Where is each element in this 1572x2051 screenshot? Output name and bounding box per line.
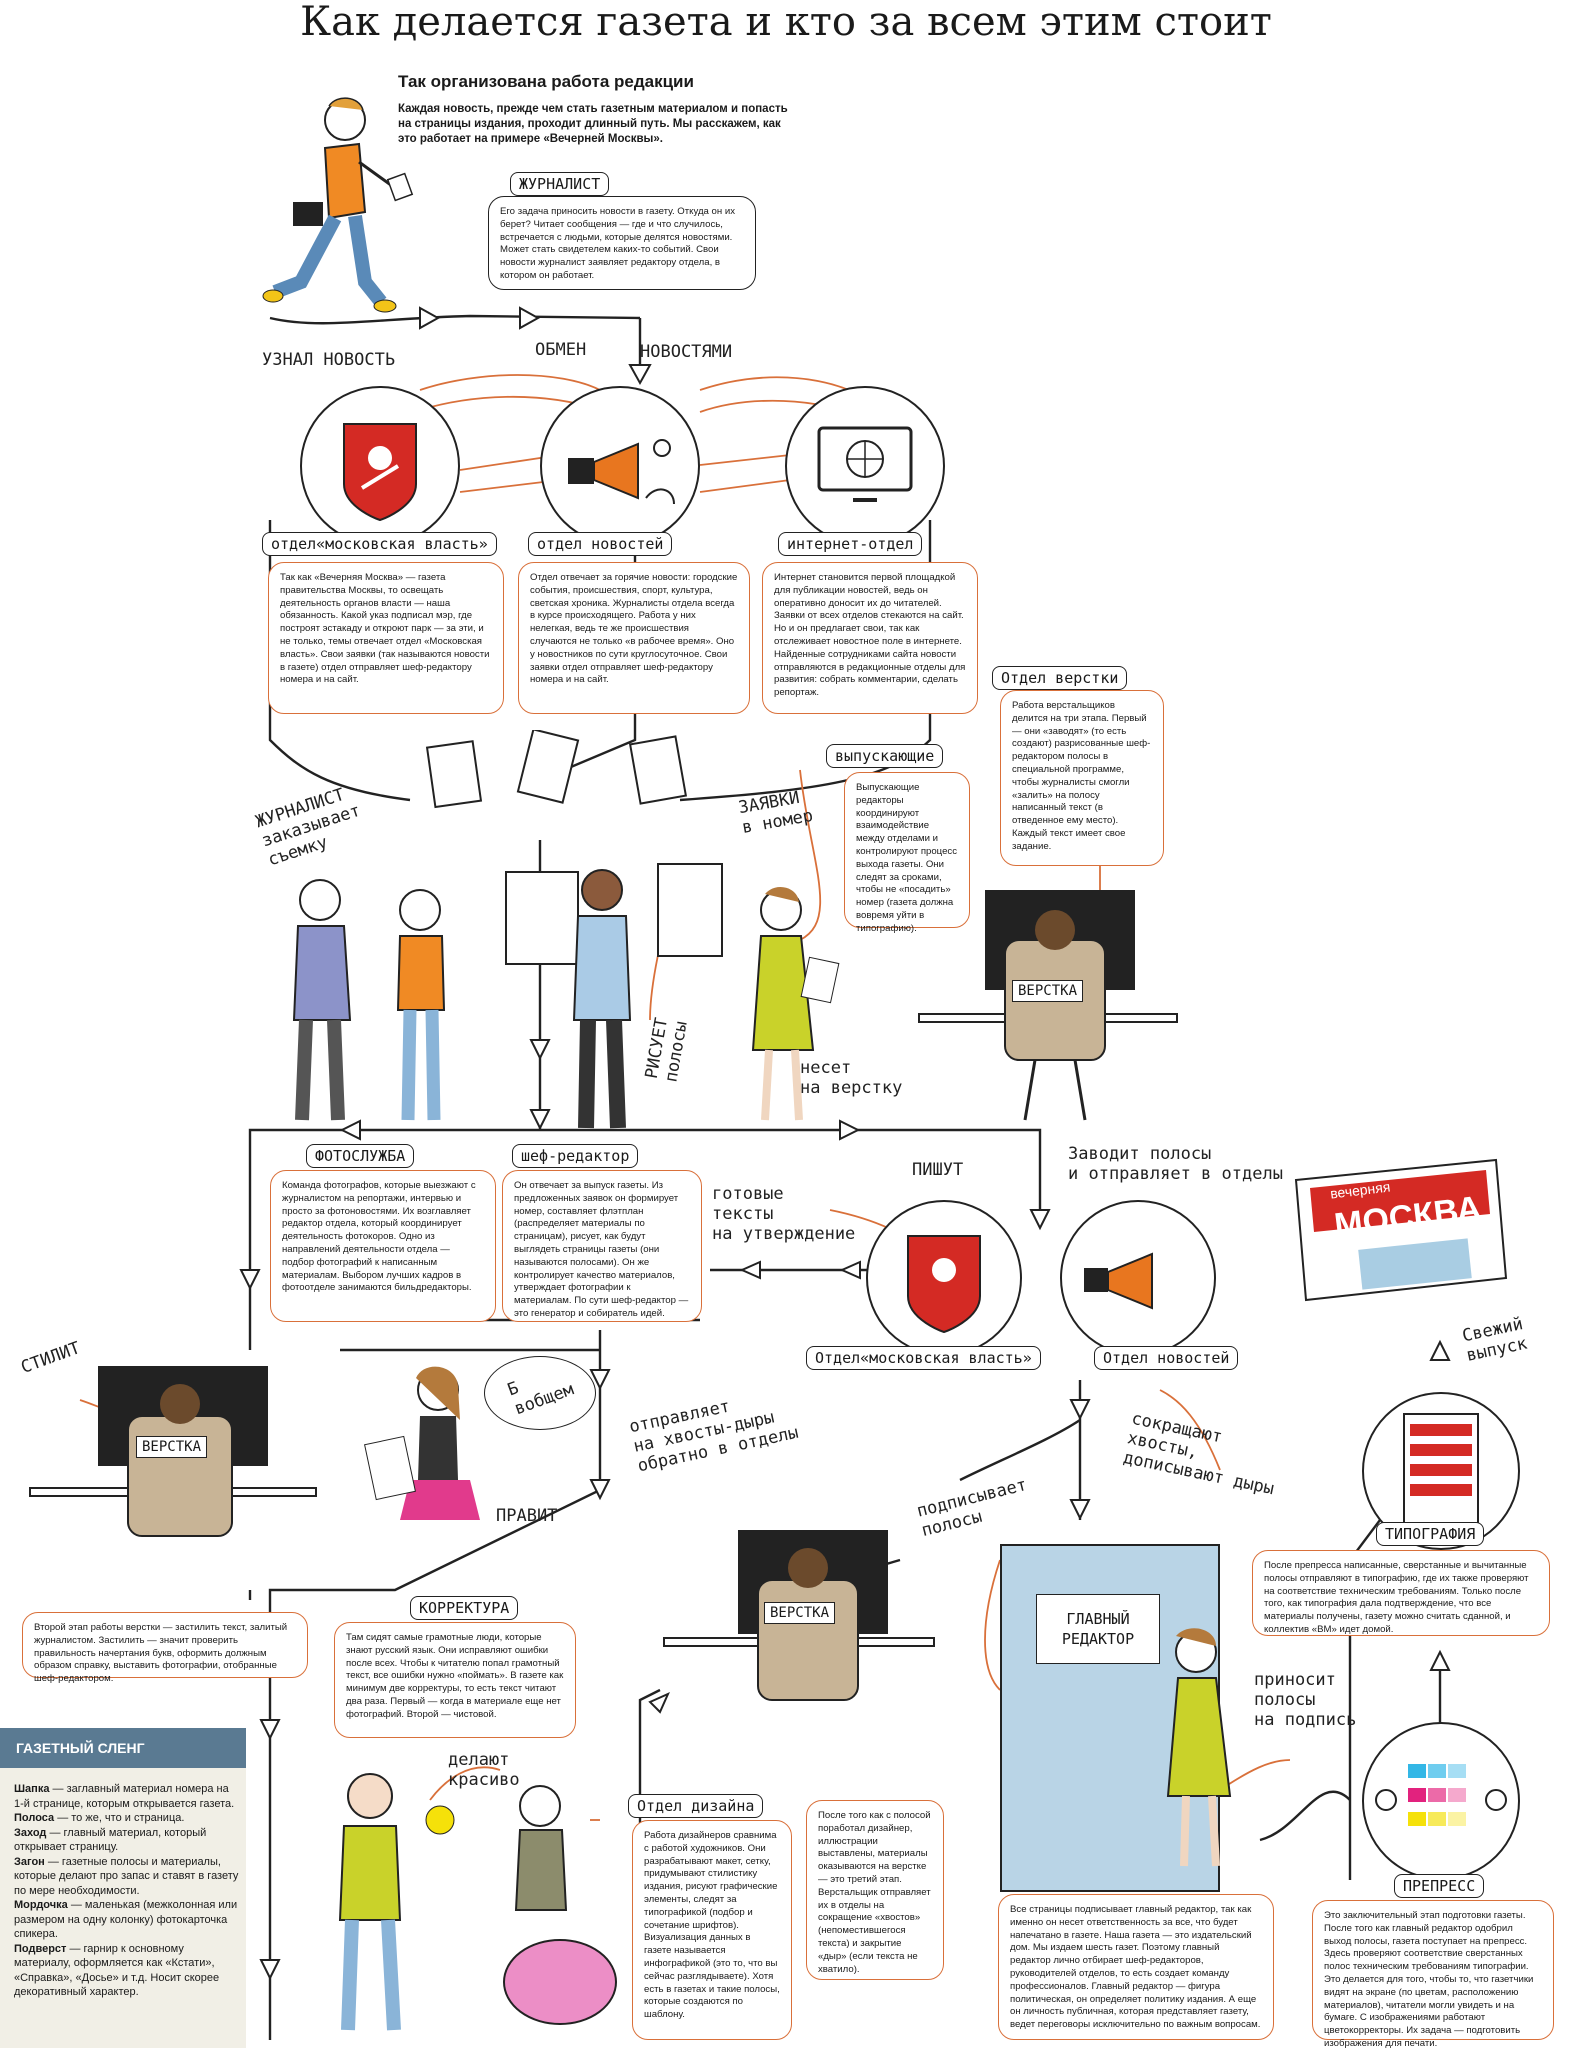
slang-definition: — главный материал, который открывает ст…: [14, 1826, 207, 1854]
slang-definition: — заглавный материал номера на 1-й стран…: [14, 1783, 235, 1810]
internet-dept-label: интернет-отдел: [778, 532, 923, 556]
chief-editor-description: Он отвечает за выпуск газеты. Из предлож…: [502, 1170, 702, 1322]
release-editors-description: Выпускающие редакторы координируют взаим…: [844, 772, 970, 934]
slang-term: Заход: [14, 1826, 47, 1839]
moscow-dept-circle: [300, 386, 460, 546]
slang-heading: ГАЗЕТНЫЙ СЛЕНГ: [0, 1728, 246, 1768]
intro-heading: Так организована работа редакции: [398, 72, 694, 91]
request-papers: [425, 730, 688, 809]
megaphone-icon: [568, 439, 675, 505]
photo-service-description: Команда фотографов, которые выезжают с ж…: [270, 1170, 496, 1322]
slang-term: Шапка: [14, 1783, 50, 1795]
layout-stage3-description: После того как с полосой поработал дизай…: [806, 1800, 944, 1980]
carries-note: несет на верстку: [800, 1058, 903, 1098]
proofreader-figure: [364, 1366, 480, 1520]
slang-panel: [0, 1728, 246, 2048]
moscow-coat-of-arms-icon-2: [907, 1235, 981, 1334]
news-dept-label: отдел новостей: [528, 532, 673, 556]
layout-workstation-2: [29, 1366, 317, 1537]
proofreading-label: КОРРЕКТУРА: [410, 1596, 519, 1620]
slang-item: Загон — газетные полосы и материалы, кот…: [14, 1855, 240, 1899]
layout-stage2-description: Второй этап работы верстки — застилить т…: [22, 1612, 308, 1684]
chief-editor-label: шеф-редактор: [512, 1144, 639, 1168]
megaphone-icon-2: [1084, 1252, 1153, 1310]
chief-editor-door-sign: ГЛАВНЫЙ РЕДАКТОР: [1036, 1594, 1160, 1664]
speech-bubble: [484, 1356, 596, 1430]
slang-definition: — газетные полосы и материалы, которые д…: [14, 1855, 239, 1897]
layout-workstation-1: [918, 890, 1178, 1121]
design-dept-description: Работа дизайнеров сравнима с работой худ…: [632, 1820, 792, 2040]
slang-term: Полоса: [14, 1812, 55, 1824]
layout-workstation-3: [663, 1530, 935, 1701]
slang-term: Загон: [14, 1855, 45, 1868]
photo-service-label: ФОТОСЛУЖБА: [306, 1144, 415, 1168]
ready-texts-note: готовые тексты на утверждение: [712, 1184, 856, 1244]
typography-circle: [1362, 1392, 1520, 1550]
prepress-circle: [1362, 1722, 1520, 1880]
journalist-description: Его задача приносить новости в газету. О…: [488, 196, 756, 290]
release-editors-label: выпускающие: [826, 744, 944, 768]
main-title: Как делается газета и кто за всем этим с…: [300, 0, 1272, 45]
news-dept-label-2: Отдел новостей: [1094, 1346, 1239, 1370]
moscow-coat-of-arms-icon: [343, 423, 417, 522]
slang-definition: — маленькая (межколонная или размером на…: [14, 1899, 238, 1940]
sets-pages-note: Заводит полосы и отправляет в отделы: [1068, 1144, 1283, 1184]
release-editor-figure: [751, 887, 840, 1121]
slang-definition: — гарнир к основному материалу, оформляе…: [14, 1942, 220, 1999]
moscow-dept-label-2: Отдел«московская власть»: [806, 1346, 1041, 1370]
edits-note: ПРАВИТ: [496, 1506, 558, 1526]
slang-term: Мордочка: [14, 1899, 68, 1911]
layout-screen-label-1: ВЕРСТКА: [1012, 980, 1084, 1002]
make-beautiful-note: делают красиво: [448, 1750, 520, 1790]
slang-definition: — то же, что и страница.: [54, 1812, 185, 1824]
slang-list: Шапка — заглавный материал номера на 1-й…: [14, 1782, 240, 2000]
designers-figures: [338, 1773, 617, 2031]
chief-editor-description: Все страницы подписывает главный редакто…: [998, 1894, 1274, 2040]
layout-screen-label-3: ВЕРСТКА: [764, 1602, 836, 1624]
monitor-globe-icon: [817, 426, 913, 502]
layout-dept-description: Работа верстальщиков делится на три этап…: [1000, 690, 1164, 866]
journalist-label: ЖУРНАЛИСТ: [510, 172, 610, 196]
moscow-dept-circle-2: [866, 1200, 1022, 1356]
chief-editor-at-board: [505, 863, 723, 1129]
slang-item: Шапка — заглавный материал номера на 1-й…: [14, 1782, 240, 1811]
intro-text: Каждая новость, прежде чем стать газетны…: [398, 103, 788, 145]
assistant-figure: [1166, 1628, 1232, 1867]
news-dept-circle: [540, 386, 700, 546]
layout-dept-label: Отдел верстки: [992, 666, 1128, 690]
news-dept-circle-2: [1060, 1200, 1216, 1356]
write-note: ПИШУТ: [912, 1160, 964, 1180]
internet-dept-circle: [785, 386, 945, 546]
moscow-dept-label: отдел«московская власть»: [262, 532, 497, 556]
brings-pages-note: приносит полосы на подпись: [1254, 1670, 1357, 1730]
slang-term: Подверст: [14, 1942, 67, 1955]
slang-item: Подверст — гарнир к основному материалу,…: [14, 1942, 240, 2000]
slang-item: Мордочка — маленькая (межколонная или ра…: [14, 1898, 240, 1942]
exchange-note-2: НОВОСТЯМИ: [640, 342, 733, 362]
design-dept-label: Отдел дизайна: [628, 1794, 764, 1818]
prepress-description: Это заключительный этап подготовки газет…: [1312, 1900, 1554, 2049]
color-swatches-icon: [1375, 1764, 1507, 1826]
journalist-figure: [262, 97, 414, 313]
newspaper-illustration: [1294, 1158, 1508, 1302]
slang-item: Заход — главный материал, который открыв…: [14, 1826, 240, 1855]
slang-item: Полоса — то же, что и страница.: [14, 1811, 240, 1826]
typography-label: ТИПОГРАФИЯ: [1376, 1522, 1485, 1546]
typography-description: После препресса написанные, сверстанные …: [1252, 1550, 1550, 1636]
exchange-note-1: ОБМЕН: [535, 340, 587, 360]
printing-press-icon: [1403, 1413, 1479, 1531]
internet-dept-description: Интернет становится первой площадкой для…: [762, 562, 978, 714]
learned-news-note: УЗНАЛ НОВОСТЬ: [262, 350, 396, 370]
layout-screen-label-2: ВЕРСТКА: [136, 1436, 208, 1458]
prepress-label: ПРЕПРЕСС: [1394, 1874, 1485, 1898]
photographer-and-journalist-figures: [292, 879, 446, 1121]
news-dept-description: Отдел отвечает за горячие новости: город…: [518, 562, 750, 714]
moscow-dept-description: Так как «Вечерняя Москва» — газета прави…: [268, 562, 504, 714]
proofreading-description: Там сидят самые грамотные люди, которые …: [334, 1622, 576, 1738]
